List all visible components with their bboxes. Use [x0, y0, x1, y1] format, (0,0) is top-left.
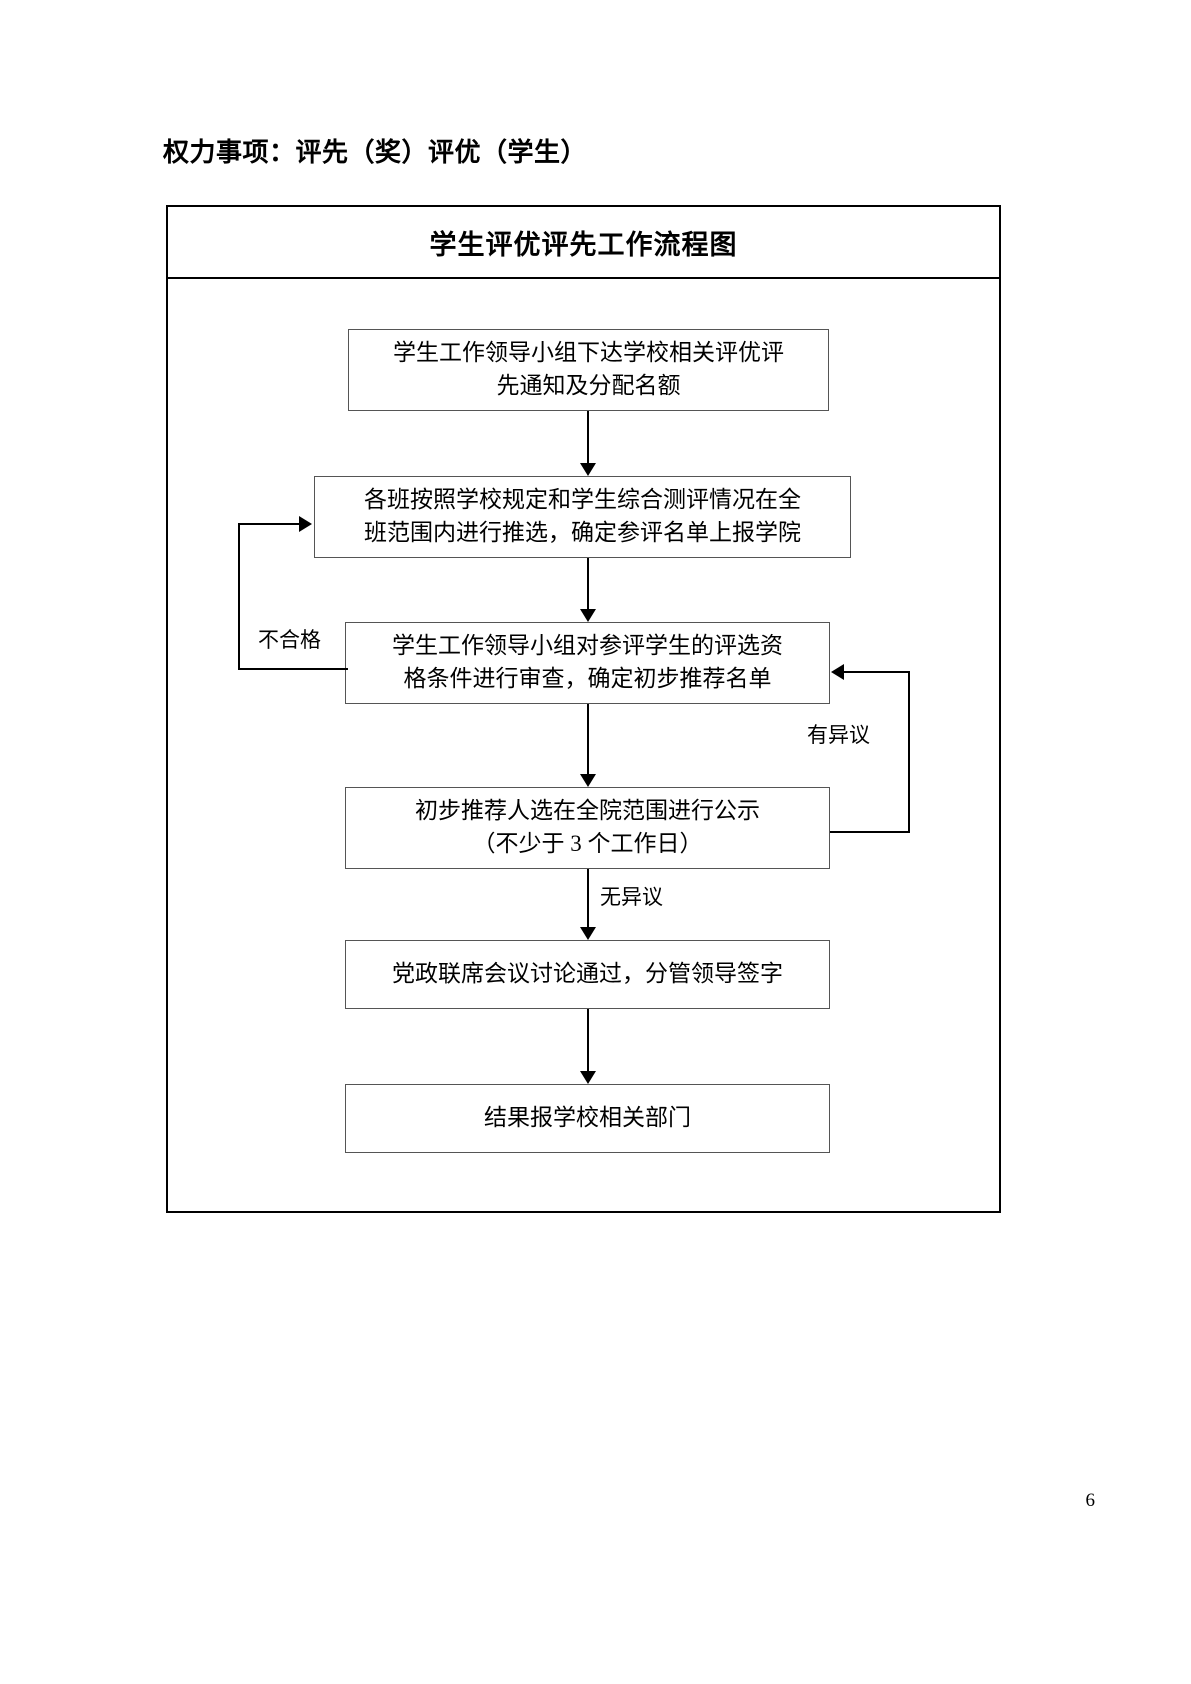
- edge-label-fail: 不合格: [256, 624, 323, 654]
- flow-node-line: 学生工作领导小组下达学校相关评优评: [393, 340, 784, 366]
- edge-label-objection: 有异议: [805, 719, 872, 749]
- arrow-1-2: [580, 463, 596, 476]
- loop-fail-top: [238, 523, 301, 525]
- loop-objection-top: [844, 671, 910, 673]
- arrow-2-3: [580, 609, 596, 622]
- flow-node-qualification-review: 学生工作领导小组对参评学生的评选资 格条件进行审查，确定初步推荐名单: [345, 622, 830, 704]
- flow-node-line: 班范围内进行推选，确定参评名单上报学院: [364, 520, 801, 545]
- connector-3-4: [587, 704, 589, 774]
- loop-objection-bottom: [830, 831, 910, 833]
- page-number: 6: [1085, 1490, 1096, 1511]
- flow-node-joint-meeting: 党政联席会议讨论通过，分管领导签字: [345, 940, 830, 1009]
- arrow-3-4: [580, 774, 596, 787]
- loop-fail-bottom: [238, 668, 348, 670]
- flowchart-header: 学生评优评先工作流程图: [168, 207, 999, 279]
- flow-node-notice: 学生工作领导小组下达学校相关评优评 先通知及分配名额: [348, 329, 829, 411]
- flow-node-line: 结果报学校相关部门: [484, 1105, 691, 1131]
- flow-node-line: 先通知及分配名额: [496, 373, 681, 398]
- flow-node-line: 初步推荐人选在全院范围进行公示: [415, 798, 760, 824]
- flow-node-line: （不少于 3 个工作日）: [472, 831, 703, 856]
- flow-node-line: 格条件进行审查，确定初步推荐名单: [403, 666, 772, 691]
- arrow-4-5: [580, 927, 596, 940]
- flow-node-class-recommendation: 各班按照学校规定和学生综合测评情况在全 班范围内进行推选，确定参评名单上报学院: [314, 476, 851, 558]
- flowchart-frame: 学生评优评先工作流程图 学生工作领导小组下达学校相关评优评 先通知及分配名额 各…: [166, 205, 1001, 1213]
- flow-node-line: 学生工作领导小组对参评学生的评选资: [392, 633, 783, 659]
- loop-objection-riser: [908, 671, 910, 833]
- flowchart-title: 学生评优评先工作流程图: [429, 229, 738, 260]
- loop-fail-riser: [238, 523, 240, 670]
- edge-label-no-objection: 无异议: [598, 881, 665, 911]
- flow-node-line: 各班按照学校规定和学生综合测评情况在全: [364, 487, 801, 513]
- loop-objection-arrow: [831, 664, 844, 680]
- connector-2-3: [587, 558, 589, 609]
- connector-4-5: [587, 869, 589, 927]
- flow-node-line: 党政联席会议讨论通过，分管领导签字: [392, 961, 783, 987]
- flow-node-public-announcement: 初步推荐人选在全院范围进行公示 （不少于 3 个工作日）: [345, 787, 830, 869]
- flowchart-canvas: 学生工作领导小组下达学校相关评优评 先通知及分配名额 各班按照学校规定和学生综合…: [168, 279, 999, 1211]
- page-title: 权力事项：评先（奖）评优（学生）: [163, 138, 588, 167]
- flow-node-report-result: 结果报学校相关部门: [345, 1084, 830, 1153]
- arrow-5-6: [580, 1071, 596, 1084]
- connector-5-6: [587, 1009, 589, 1071]
- connector-1-2: [587, 411, 589, 463]
- loop-fail-arrow: [299, 516, 312, 532]
